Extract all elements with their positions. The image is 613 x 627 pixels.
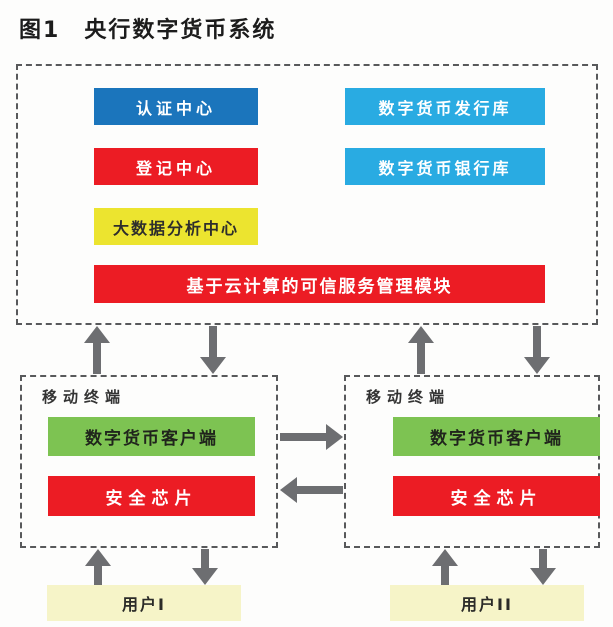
arrow-down-icon [200,326,226,374]
figure-number-label: 图1 [19,18,61,43]
arrow-left-icon [280,477,343,503]
arrow-right-icon [280,424,343,450]
node-user-1: 用户I [47,585,241,621]
node-cloud-trusted-service-management-module: 基于云计算的可信服务管理模块 [94,265,545,303]
node-digital-currency-issuance-repository: 数字货币发行库 [345,88,545,125]
node-registration-center: 登记中心 [94,148,258,185]
mobile-terminal-2-label: 移动终端 [366,388,451,406]
mobile-terminal-1-container: 移动终端 [20,375,278,548]
arrow-down-icon [192,549,218,585]
node-digital-currency-bank-repository: 数字货币银行库 [345,148,545,185]
arrow-up-icon [84,326,110,374]
node-security-chip-2: 安全芯片 [393,476,600,516]
central-system-container [16,64,598,325]
node-authentication-center: 认证中心 [94,88,258,125]
mobile-terminal-2-container: 移动终端 [344,375,600,548]
arrow-up-icon [85,549,111,585]
node-user-2: 用户II [390,585,584,621]
figure-title-text: 央行数字货币系统 [84,18,277,43]
arrow-down-icon [524,326,550,374]
arrow-up-icon [408,326,434,374]
figure-title: 图1 央行数字货币系统 [19,12,276,44]
arrow-up-icon [432,549,458,585]
node-security-chip-1: 安全芯片 [48,476,255,516]
mobile-terminal-1-label: 移动终端 [42,388,127,406]
node-digital-currency-client-2: 数字货币客户端 [393,417,600,456]
arrow-down-icon [530,549,556,585]
node-big-data-analysis-center: 大数据分析中心 [94,208,258,245]
node-digital-currency-client-1: 数字货币客户端 [48,417,255,456]
